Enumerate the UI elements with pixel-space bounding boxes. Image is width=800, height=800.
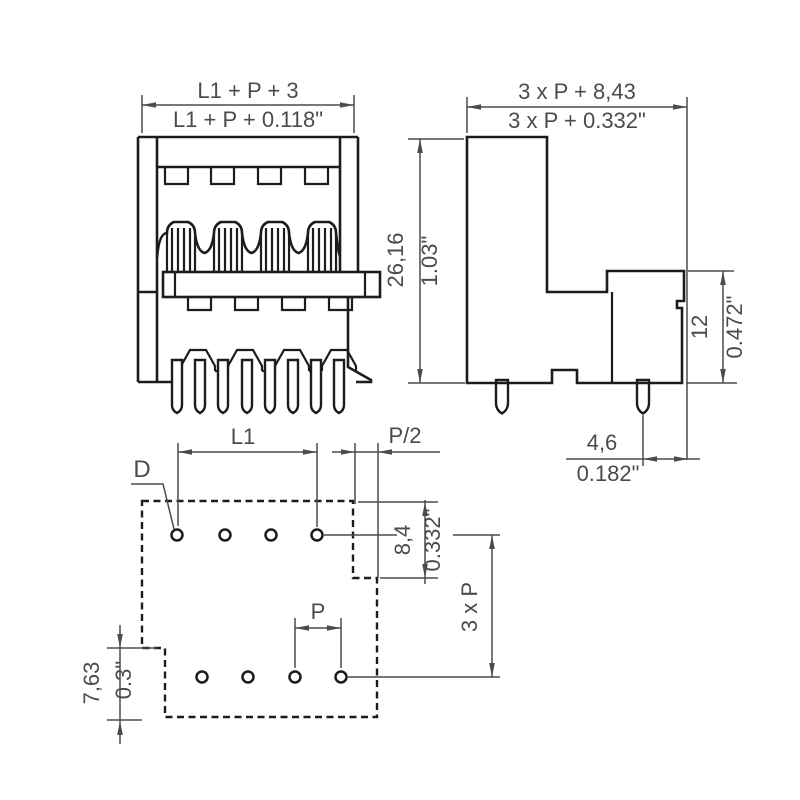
front-view: L1 + P + 3 L1 + P + 0.118" xyxy=(136,78,382,415)
pin xyxy=(263,358,277,415)
side-width-inch-label: 3 x P + 0.332" xyxy=(508,108,646,133)
arrowhead-left xyxy=(341,449,355,455)
arrowhead-right xyxy=(674,456,688,462)
arrowhead-bottom xyxy=(417,369,423,383)
arrowhead-left xyxy=(295,625,309,631)
side-flange-dimension: 12 0.472" xyxy=(687,270,747,383)
arrowhead-left xyxy=(643,456,657,462)
drill-hole xyxy=(288,670,302,684)
arrowhead-right xyxy=(327,625,341,631)
arrowhead-right xyxy=(673,104,687,110)
side-profile-outline xyxy=(465,135,686,385)
extension-line xyxy=(177,443,318,527)
extension-line xyxy=(408,138,737,384)
contact-blades xyxy=(165,228,338,271)
arrowhead-bottom xyxy=(720,369,726,383)
side-view: 3 x P + 8,43 3 x P + 0.332" 26,16 1.03" … xyxy=(383,79,747,486)
drill-hole xyxy=(334,670,348,684)
side-view-body xyxy=(465,135,686,415)
side-height-mm-label: 26,16 xyxy=(383,232,408,287)
arrowhead-top xyxy=(422,502,428,516)
pitch-dimension: P xyxy=(294,599,342,668)
hole-row-top xyxy=(170,528,324,542)
extension-line xyxy=(107,647,157,721)
drill-hole xyxy=(264,528,278,542)
row-offset-dimension: 8,4 0.332" xyxy=(324,500,500,678)
row-offset-mm-label: 8,4 xyxy=(390,525,415,556)
extension-line xyxy=(294,618,342,668)
footprint-outline-dashed xyxy=(140,499,379,719)
pin xyxy=(332,358,346,415)
drill-hole xyxy=(310,528,324,542)
pin-tents xyxy=(179,348,358,371)
front-width-inch-label: L1 + P + 0.118" xyxy=(173,107,323,132)
side-height-inch-label: 1.03" xyxy=(417,236,442,287)
hole-diameter-callout: D xyxy=(131,456,175,530)
flange-end-caps xyxy=(173,272,367,297)
half-pitch-label: P/2 xyxy=(388,423,421,448)
half-pitch-dimension: P/2 xyxy=(332,423,440,578)
front-width-dimension: L1 + P + 3 L1 + P + 0.118" xyxy=(141,78,355,133)
drill-hole xyxy=(195,670,209,684)
arrowhead-top xyxy=(489,535,495,549)
pin xyxy=(170,358,184,415)
arrowhead-bottom xyxy=(117,721,123,735)
pitch-label: P xyxy=(311,599,326,624)
edge-offset-mm-label: 7,63 xyxy=(79,662,104,705)
pin xyxy=(286,358,300,415)
footprint-view: D L1 P/2 8,4 0.332" xyxy=(79,423,500,744)
hole-row-bottom xyxy=(195,670,348,684)
flange-height-inch-label: 0.472" xyxy=(722,296,747,359)
pin xyxy=(240,358,254,415)
side-width-mm-label: 3 x P + 8,43 xyxy=(518,79,636,104)
arrowhead-left xyxy=(178,449,192,455)
pin xyxy=(193,358,207,415)
arrowhead-top xyxy=(117,634,123,648)
extension-line xyxy=(354,443,379,578)
arrowhead-left xyxy=(467,104,481,110)
side-height-dimension: 26,16 1.03" xyxy=(383,138,737,384)
row-length-label: L1 xyxy=(231,424,255,449)
pin-edge-dimension: 4,6 0.182" xyxy=(566,415,700,486)
pin-edge-mm-label: 4,6 xyxy=(587,430,618,455)
arrowhead-top xyxy=(417,139,423,153)
arrowhead-bottom xyxy=(422,564,428,578)
lower-body-right-edge xyxy=(346,297,373,384)
extension-line xyxy=(141,95,355,133)
pin xyxy=(216,358,230,415)
edge-offset-dimension: 7,63 0.3" xyxy=(79,625,157,744)
arrowhead-left xyxy=(142,102,156,108)
solder-pins-front xyxy=(170,358,346,415)
drill-hole xyxy=(218,528,232,542)
row-span-dimension: 3 x P xyxy=(457,535,495,677)
extension-line xyxy=(466,97,688,460)
edge-offset-inch-label: 0.3" xyxy=(111,661,136,699)
arrowhead-right xyxy=(303,449,317,455)
top-contact-slots xyxy=(163,167,330,186)
front-width-mm-label: L1 + P + 3 xyxy=(197,78,298,103)
arrowhead-top xyxy=(720,271,726,285)
lower-slots xyxy=(186,297,354,312)
row-span-label: 3 x P xyxy=(457,582,482,632)
drill-hole xyxy=(241,670,255,684)
arrowhead-right xyxy=(340,102,354,108)
row-length-dimension: L1 xyxy=(177,424,318,527)
pin xyxy=(635,378,651,415)
pin xyxy=(494,378,510,415)
mounting-flange-bar xyxy=(161,270,382,299)
hole-diameter-label: D xyxy=(133,456,150,483)
arrowhead-bottom xyxy=(489,663,495,677)
arrowhead-right xyxy=(378,449,392,455)
drill-hole xyxy=(170,528,184,542)
front-view-body xyxy=(136,135,382,415)
row-offset-inch-label: 0.332" xyxy=(420,509,445,572)
pin-edge-inch-label: 0.182" xyxy=(577,461,640,486)
flange-height-mm-label: 12 xyxy=(687,315,712,339)
pin xyxy=(309,358,323,415)
side-width-dimension: 3 x P + 8,43 3 x P + 0.332" xyxy=(466,79,688,460)
leader-line xyxy=(131,483,175,530)
contact-wave-contour xyxy=(155,220,342,259)
extension-line xyxy=(324,501,500,678)
